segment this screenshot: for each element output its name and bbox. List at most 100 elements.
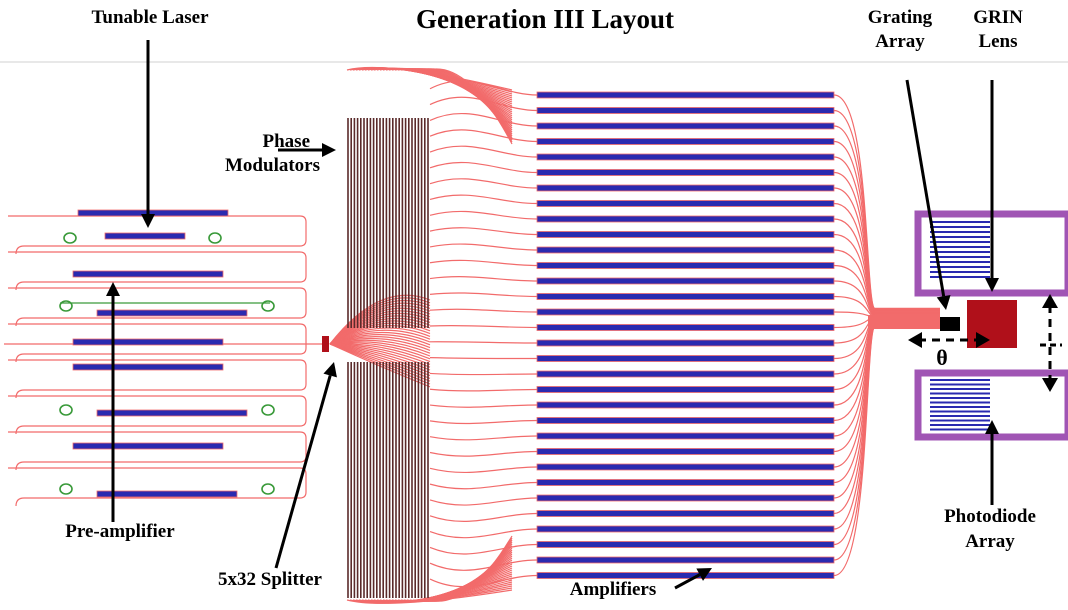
waveguide-route: [429, 341, 538, 344]
amplifier-bar: [536, 572, 835, 579]
pre-amplifier-arrow: [106, 282, 120, 522]
amplifier-bar: [536, 200, 835, 207]
waveguide-route: [833, 233, 940, 315]
phase-modulators-label-line2: Modulators: [225, 155, 320, 176]
phase-modulators-arrow: [278, 143, 336, 157]
pre-amplifier-route: [8, 359, 307, 399]
grating-array-arrow-head: [936, 295, 951, 310]
waveguide-route: [429, 372, 538, 376]
pre-amplifier-arrow-head: [106, 282, 120, 296]
ring-resonator: [261, 404, 275, 416]
waveguide-route: [833, 324, 940, 515]
pre-amplifier-bar: [104, 232, 186, 240]
grin-lens-label-line2: Lens: [978, 31, 1018, 52]
photodiode-array-label-line1: Photodiode: [944, 506, 1036, 527]
grating-array-arrow-shaft: [905, 79, 946, 297]
grating-array-label-line1: Grating: [867, 7, 933, 28]
ring-resonator: [59, 300, 73, 312]
theta-arrow-left-head: [908, 332, 922, 348]
amplifier-bar: [536, 525, 835, 533]
pre-amplifier-bar: [96, 409, 248, 417]
splitter-label: 5x32 Splitter: [218, 569, 322, 590]
amplifier-bar: [536, 556, 835, 564]
waveguide-route: [429, 259, 538, 267]
waveguide-route: [833, 319, 940, 406]
pre-amplifier-route: [8, 323, 307, 363]
grin-lens-label-line1: GRIN: [973, 7, 1023, 28]
waveguide-route: [429, 512, 538, 522]
splitter-chip: [322, 336, 329, 352]
waveguide-route: [833, 322, 940, 468]
waveguide-route: [429, 404, 538, 408]
pre-amplifier-bar: [96, 490, 238, 498]
amplifier-bar: [536, 262, 835, 269]
waveguide-route: [429, 559, 538, 571]
waveguide-route: [429, 210, 538, 220]
waveguide-route: [429, 419, 538, 425]
amplifier-bar: [536, 91, 835, 99]
amplifier-bar: [536, 432, 835, 440]
pre-amplifier-route: [8, 251, 307, 291]
amplifier-array: [536, 91, 835, 579]
waveguide-route: [429, 324, 538, 329]
photodiode-array-arrow: [985, 420, 999, 505]
amplifier-bar: [536, 231, 835, 238]
pre-amplifier-route: [8, 215, 307, 255]
theta-arrow-right-head: [976, 332, 990, 348]
pre-amplifier-bar: [72, 338, 224, 346]
grin-lens-arrow-head: [985, 278, 999, 292]
waveguide-route: [429, 194, 538, 205]
waveguide-route: [429, 435, 538, 441]
amplifier-bar: [536, 122, 835, 130]
waveguide-route: [429, 388, 538, 392]
waveguide-route: [429, 243, 538, 251]
amplifier-bar: [536, 215, 835, 223]
tunable-laser-arrow: [141, 40, 155, 228]
splitter-arrow: [274, 362, 337, 569]
tunable-laser-label: Tunable Laser: [91, 7, 209, 28]
pre-amplifier-route: [8, 467, 307, 507]
grating-element: [940, 317, 960, 331]
pre-amplifier-label: Pre-amplifier: [65, 521, 175, 542]
amplifiers-arrow-shaft: [674, 573, 701, 590]
ring-resonator: [261, 483, 275, 495]
waveguide-route: [429, 178, 538, 189]
pre-amplifier-route: [8, 431, 307, 471]
waveguide-route: [429, 481, 538, 490]
grating-array-arrow: [905, 79, 951, 310]
waveguide-route: [833, 321, 940, 453]
waveguide-route: [833, 109, 940, 310]
waveguide-route: [429, 466, 538, 474]
amplifier-bar: [536, 510, 835, 517]
amplifiers-arrow: [674, 568, 712, 590]
waveguide-route: [833, 322, 940, 484]
amplifier-bar: [536, 138, 835, 145]
amplifier-bar: [536, 448, 835, 455]
amplifier-bar: [536, 401, 835, 409]
waveguide-route: [429, 112, 538, 127]
tunable-laser-arrow-head: [141, 214, 155, 228]
waveguide-route: [429, 145, 538, 158]
amplifier-bar: [536, 277, 835, 285]
translation-arrow-bottom-head: [1042, 378, 1058, 392]
waveguide-route: [429, 227, 538, 236]
ring-resonator: [59, 483, 73, 495]
pre-amplifier-bar: [72, 442, 224, 450]
amplifier-bar: [536, 463, 835, 471]
pre-amplifier-route: [8, 395, 307, 435]
waveguide-route: [833, 218, 940, 314]
waveguide-route: [427, 535, 513, 602]
amplifier-bar: [536, 184, 835, 192]
amplifier-bar: [536, 417, 835, 424]
amplifier-bar: [536, 541, 835, 548]
waveguide-route: [429, 357, 538, 360]
amplifier-bar: [536, 494, 835, 502]
splitter-arrow-head: [323, 362, 337, 378]
theta-symbol: θ: [936, 345, 948, 370]
waveguides: [0, 61, 1068, 604]
amplifier-bar: [536, 308, 835, 316]
waveguide-route: [833, 140, 940, 311]
ring-resonator: [261, 300, 275, 312]
